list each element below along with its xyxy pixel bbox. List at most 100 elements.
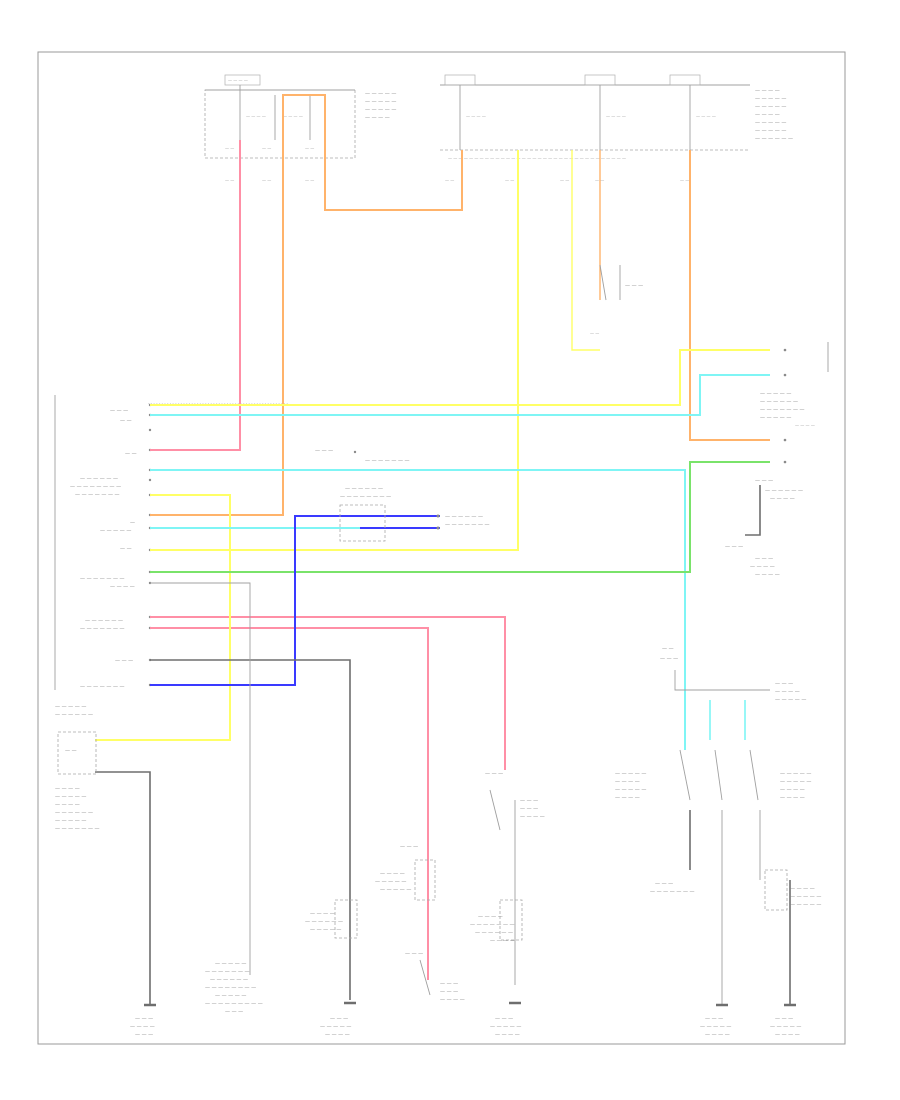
svg-text:— — — — — — —: — — — — — — — [445,522,490,528]
svg-text:— — — — — —: — — — — — — [755,136,793,142]
svg-text:— —: — — [590,331,599,336]
svg-text:— — — —: — — — — [55,786,80,792]
svg-text:— — — —: — — — — [770,496,795,502]
svg-text:— —: — — [262,178,271,183]
svg-text:—: — [130,520,135,526]
svg-text:— — — — —: — — — — — [755,120,786,126]
svg-text:— — —: — — — [520,806,538,812]
svg-text:— —: — — [662,646,674,652]
svg-text:— — — — — — — — —: — — — — — — — — — [205,1001,263,1007]
svg-text:— — —: — — — [110,408,128,414]
svg-text:— —: — — [305,146,314,151]
connector-pins [148,403,152,687]
svg-text:— — — — —: — — — — — [380,887,411,893]
svg-text:— — — —: — — — — [283,114,303,119]
svg-text:— — — —: — — — — [478,914,503,920]
svg-text:— — — — —: — — — — — [700,1024,731,1030]
svg-text:— —: — — [225,178,234,183]
wire-gray-sensor [150,582,251,975]
svg-text:— — — — —: — — — — — [55,794,86,800]
wire-gray-ground-switch [95,771,151,1005]
svg-text:— — — — —: — — — — — [770,1024,801,1030]
svg-text:— — — — — —: — — — — — — [305,919,343,925]
svg-text:— — — —: — — — — [325,1032,350,1038]
svg-text:— — — — —: — — — — — [755,128,786,134]
svg-text:— — — — —: — — — — — [100,528,131,534]
wire-orange-right [689,150,770,441]
svg-text:— — — —: — — — — [466,114,486,119]
svg-text:— — — —: — — — — [775,1032,800,1038]
svg-text:— —: — — [65,748,77,754]
wire-green [150,461,770,573]
wire-yellow-fuse [150,150,519,551]
svg-text:— — — — — —: — — — — — — [765,488,803,494]
svg-text:— — —: — — — [775,1016,793,1022]
svg-text:— — — — — — —: — — — — — — — [80,576,125,582]
connector-mid: — — — — — — — — — — — — — — — — — — — — … [315,448,490,542]
svg-text:— —: — — [560,178,569,183]
svg-text:— — —: — — — [775,681,793,687]
svg-text:— — — — —: — — — — — [790,902,821,908]
svg-text:— — — — — — — — — — — — — — —: — — — — — — — — — — — — — — — — — — — — … [448,156,626,161]
svg-text:— — — — — —: — — — — — — [475,930,513,936]
svg-text:— — — — —: — — — — — [790,894,821,900]
svg-text:— — — —: — — — — [755,572,780,578]
svg-text:— —: — — [225,146,234,151]
svg-text:— — — —: — — — — [615,795,640,801]
svg-text:— — — — —: — — — — — [320,1024,351,1030]
svg-text:— —: — — [125,451,137,457]
wires [95,94,791,1005]
combination-switch-left: — — — — — — — — — — — — — — — — — — — — … [55,731,100,832]
svg-text:— — — — — —: — — — — — — [85,618,123,624]
svg-text:— — — —: — — — — [380,871,405,877]
svg-text:— —: — — [120,546,132,552]
wire-cyan-top [150,374,770,416]
fuse-box-right: — — — — — — — — — — — — — — — — — — — — … [440,74,793,183]
wire-gray-ground-left [150,659,351,1000]
svg-text:— —: — — [505,178,514,183]
svg-text:— — — —: — — — — [696,114,716,119]
svg-text:— —: — — [680,178,689,183]
svg-text:— — —: — — — [625,283,643,289]
svg-text:— — —: — — — [725,544,743,550]
wire-red-feed [150,140,241,451]
svg-text:- - - - - - - - - - - - - - -: - - - - - - - - - - - - - - - - - - - - … [148,401,288,406]
svg-text:— — —: — — — [225,1009,243,1015]
svg-text:— — — —: — — — — [495,1032,520,1038]
wire-yellow-top [150,349,770,406]
svg-text:— — — — —: — — — — — [760,415,791,421]
right-module: — — — — — — — — — — — — — — — — — — — — … [725,342,829,578]
svg-text:— — — — —: — — — — — [215,993,246,999]
svg-text:— — — —: — — — — [795,423,815,428]
svg-text:— — —: — — — [520,798,538,804]
svg-text:— — — —: — — — — [780,795,805,801]
svg-text:— — — — — — —: — — — — — — — [760,407,805,413]
svg-text:— — — — —: — — — — — [55,818,86,824]
svg-text:— — — — —: — — — — — [615,771,646,777]
svg-text:— — —: — — — [660,656,678,662]
svg-text:— — — — —: — — — — — [365,99,396,105]
svg-text:— —: — — [305,178,314,183]
wire-blue [150,515,440,686]
svg-text:— — —: — — — [135,1032,153,1038]
svg-text:— — — — — — — —: — — — — — — — — [205,985,256,991]
svg-text:— — — — — — —: — — — — — — — [55,826,100,832]
wire-red-brake-1 [150,616,506,770]
svg-text:— — — — —: — — — — — [615,787,646,793]
svg-text:— — — — — — —: — — — — — — — [80,626,125,632]
wire-yellow-switch [95,494,231,741]
horn-switch: — — — — — [590,264,643,336]
svg-text:— — —: — — — [330,1016,348,1022]
svg-text:— — — — — — — —: — — — — — — — — [70,484,121,490]
svg-text:— — — — — — —: — — — — — — — [80,684,125,690]
svg-text:— — —: — — — [485,771,503,777]
svg-text:— — — —: — — — — [440,997,465,1003]
svg-text:— — — — —: — — — — — [775,697,806,703]
svg-text:— — — —: — — — — [55,802,80,808]
svg-text:— — — — — —: — — — — — — [55,712,93,718]
svg-text:— — — — — — —: — — — — — — — [205,969,250,975]
wire-cyan-mid [150,469,686,750]
svg-text:— — — — —: — — — — — [55,704,86,710]
svg-text:— — — —: — — — — [780,787,805,793]
